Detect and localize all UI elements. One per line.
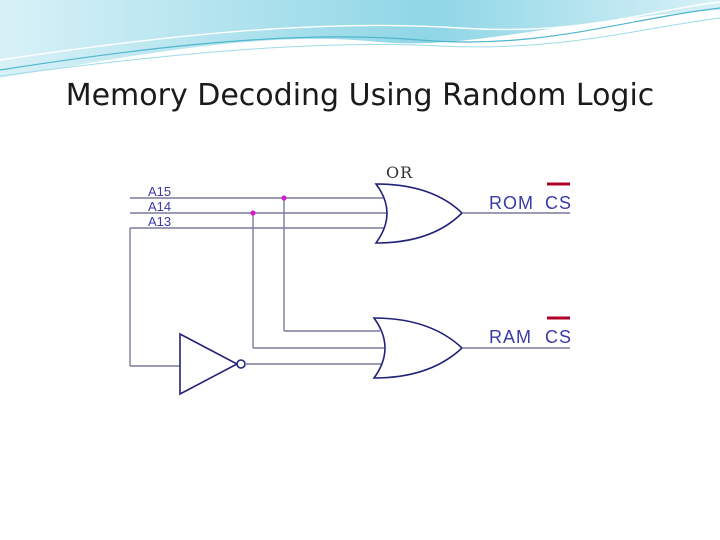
or-gate-rom	[374, 183, 464, 244]
input-label-a13: A13	[148, 214, 171, 229]
slide-title: Memory Decoding Using Random Logic	[65, 78, 655, 113]
output-label-rom-cs: CS	[545, 193, 572, 213]
inverter-bubble	[236, 359, 246, 369]
header-wave-decoration	[0, 0, 720, 78]
output-label-ram: RAM	[489, 327, 532, 347]
junction-dot-a15	[281, 195, 287, 201]
junction-dot-a14	[250, 210, 256, 216]
input-label-a15: A15	[148, 184, 171, 199]
input-label-a14: A14	[148, 199, 171, 214]
output-label-rom: ROM	[489, 193, 534, 213]
output-label-ram-cs: CS	[545, 327, 572, 347]
gate-label-or: OR	[386, 163, 413, 182]
inverter-gate	[179, 332, 239, 396]
or-gate-ram	[372, 317, 464, 379]
